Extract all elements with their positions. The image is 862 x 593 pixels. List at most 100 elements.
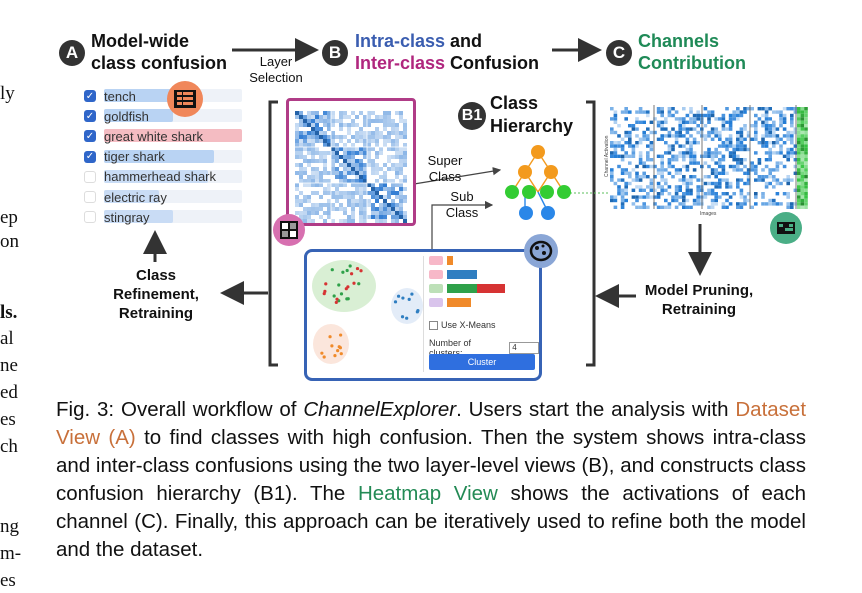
heatmap-cell: [678, 154, 682, 158]
heatmap-cell: [656, 154, 661, 158]
dataset-view-link[interactable]: Dataset View (A): [56, 398, 807, 449]
heatmap-cell: [667, 151, 672, 155]
heatmap-cell: [732, 164, 736, 169]
matrix-cell: [383, 171, 387, 175]
heatmap-cell: [635, 134, 639, 138]
cluster-chip[interactable]: [429, 256, 443, 265]
cluster-chip[interactable]: [429, 270, 443, 279]
dataset-class-row[interactable]: ✓tench: [84, 87, 242, 105]
matrix-cell: [311, 175, 315, 179]
class-checkbox[interactable]: ✓: [84, 150, 96, 163]
class-checkbox[interactable]: ✓: [84, 90, 96, 102]
matrix-cell: [387, 207, 391, 211]
matrix-cell: [335, 207, 339, 211]
heatmap-cell: [739, 137, 744, 141]
heatmap-cell: [610, 198, 614, 203]
matrix-cell: [371, 119, 375, 123]
matrix-cell: [331, 219, 335, 223]
class-checkbox[interactable]: ✓: [84, 110, 96, 123]
dataset-class-row[interactable]: ✓goldfish: [84, 107, 242, 125]
matrix-cell: [295, 203, 299, 207]
heatmap-cell: [646, 185, 650, 189]
class-checkbox[interactable]: [84, 211, 96, 224]
matrix-cell: [363, 115, 367, 119]
heatmap-cell: [786, 202, 790, 206]
heatmap-cell: [678, 178, 682, 182]
matrix-cell: [347, 147, 351, 151]
heatmap-cell: [642, 161, 646, 165]
heatmap-cell: [656, 171, 661, 175]
num-clusters-input[interactable]: 4: [509, 342, 539, 354]
matrix-cell: [363, 151, 367, 155]
heatmap-cell: [610, 130, 614, 135]
heatmap-cell: [660, 175, 664, 179]
heatmap-cell-green: [797, 154, 801, 158]
heatmap-cell-green: [797, 192, 801, 196]
heatmap-cell: [664, 120, 668, 124]
matrix-cell: [343, 219, 347, 223]
matrix-cell: [375, 167, 379, 171]
heatmap-cell: [739, 127, 744, 131]
dataset-class-row[interactable]: stingray: [84, 208, 242, 226]
heatmap-cell: [664, 127, 668, 131]
heatmap-cell: [782, 107, 787, 111]
matrix-cell: [395, 127, 399, 131]
heatmap-cell: [628, 161, 632, 165]
heatmap-cell: [786, 130, 790, 135]
dataset-class-row[interactable]: ✓great white shark: [84, 127, 242, 145]
class-checkbox[interactable]: [84, 191, 96, 203]
matrix-cell: [383, 115, 387, 119]
matrix-cell: [307, 175, 311, 179]
heatmap-cell: [692, 141, 697, 145]
heatmap-cell: [746, 168, 751, 172]
matrix-cell: [331, 143, 335, 147]
heatmap-cell: [782, 192, 787, 196]
xmeans-checkbox[interactable]: [429, 320, 438, 330]
heatmap-cell: [613, 144, 618, 148]
heatmap-cell: [674, 168, 679, 172]
heatmap-view-link[interactable]: Heatmap View: [357, 482, 498, 505]
cluster-point: [341, 270, 345, 274]
heatmap-cell: [674, 130, 679, 135]
cluster-button[interactable]: Cluster: [429, 354, 535, 370]
margin-fragment: ep: [0, 207, 18, 228]
cluster-point: [324, 282, 328, 286]
heatmap-cell: [754, 134, 758, 138]
heatmap-cell-green: [800, 161, 805, 165]
matrix-cell: [383, 163, 387, 167]
dataset-class-row[interactable]: ✓tiger shark: [84, 148, 242, 166]
cluster-chip[interactable]: [429, 298, 443, 307]
heatmap-cell: [768, 107, 772, 111]
dataset-class-row[interactable]: electric ray: [84, 188, 242, 206]
heatmap-cell: [696, 185, 700, 189]
matrix-cell: [403, 127, 407, 131]
stage-b1-title: Class Hierarchy: [490, 93, 574, 136]
matrix-cell: [399, 171, 403, 175]
matrix-cell: [399, 187, 403, 191]
heatmap-cell: [732, 117, 736, 121]
heatmap-cell: [624, 181, 628, 186]
class-checkbox[interactable]: [84, 170, 96, 183]
badge-b: B: [322, 40, 348, 66]
class-checkbox[interactable]: ✓: [84, 130, 96, 143]
heatmap-cell: [617, 144, 621, 148]
cluster-chip[interactable]: [429, 284, 443, 293]
matrix-cell: [391, 191, 395, 195]
heatmap-cell-green: [800, 198, 805, 203]
heatmap-cell: [761, 124, 765, 128]
heatmap-cell: [613, 181, 618, 186]
heatmap-cell: [628, 124, 632, 128]
heatmap-cell: [660, 178, 664, 182]
margin-fragment: m-: [0, 543, 22, 564]
tree-node: [505, 185, 519, 199]
dataset-class-row[interactable]: hammerhead shark: [84, 168, 242, 186]
heatmap-cell: [761, 134, 765, 138]
heatmap-cell: [754, 168, 758, 172]
matrix-cell: [299, 147, 303, 151]
matrix-cell: [303, 171, 307, 175]
matrix-cell: [295, 131, 299, 135]
matrix-cell: [327, 111, 331, 115]
matrix-cell: [375, 207, 379, 211]
cluster-region: [313, 324, 349, 364]
matrix-cell: [403, 163, 407, 167]
